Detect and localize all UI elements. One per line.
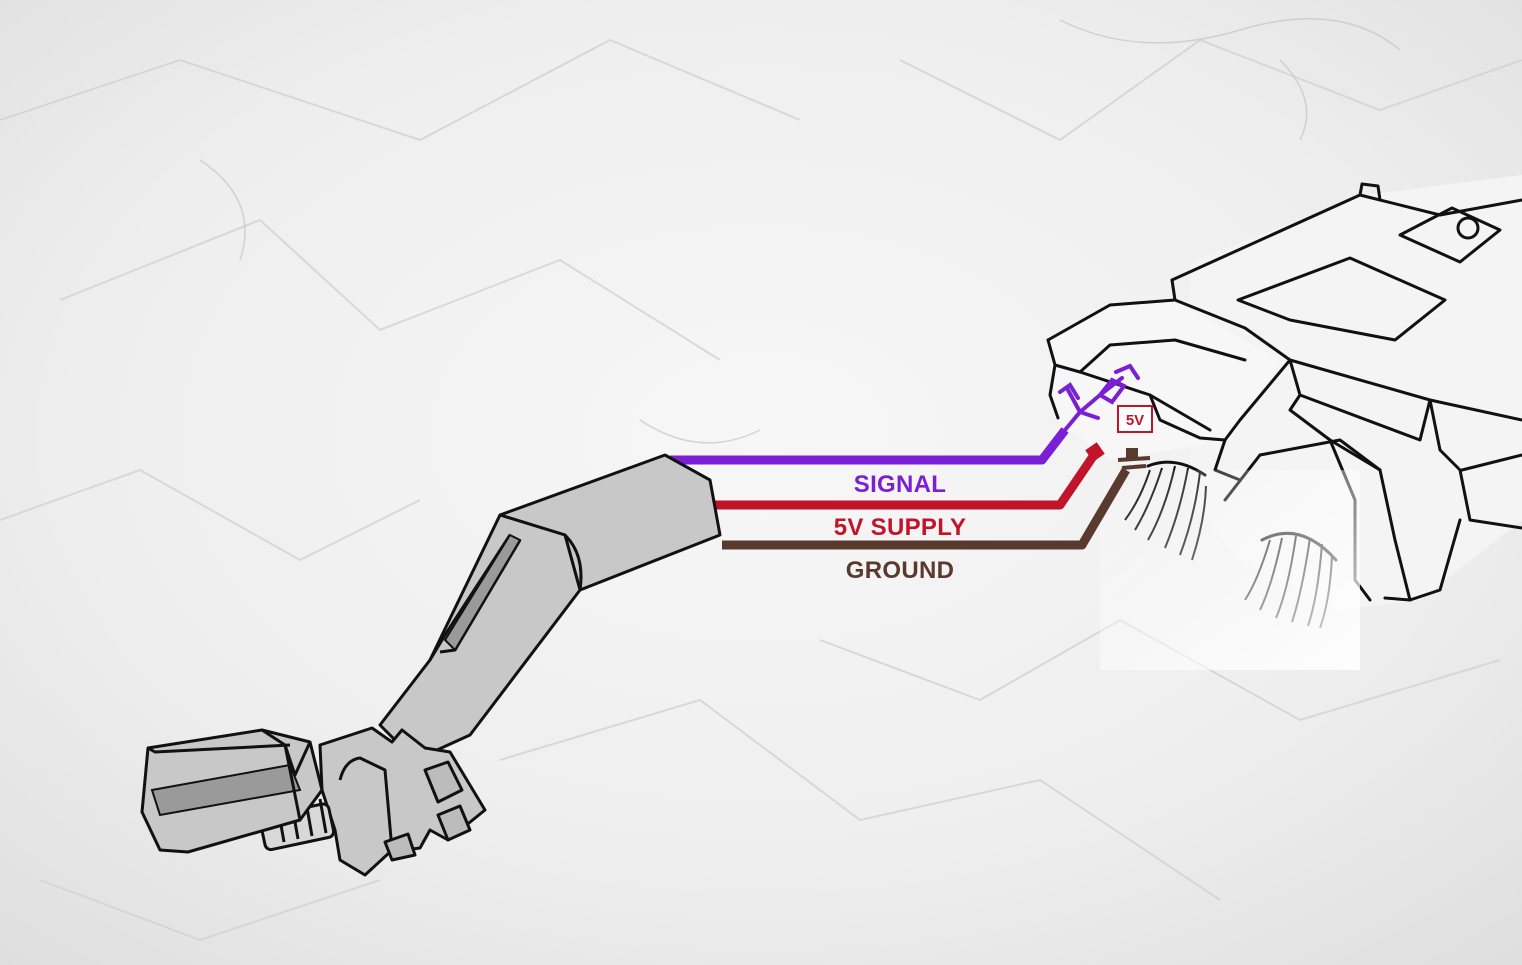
supply-pin-tag-text: 5V — [1126, 412, 1144, 429]
signal-pin-icon — [1058, 363, 1140, 432]
signal-wire — [670, 427, 1069, 465]
wire-labels: SIGNAL 5V SUPPLY GROUND — [834, 471, 967, 584]
supply-pin-tag: 5V — [1117, 405, 1153, 433]
ground-pin-icon — [1117, 448, 1151, 470]
crankshaft-position-sensor-icon — [140, 453, 722, 877]
wire-paths — [670, 427, 1130, 550]
engine-control-unit-icon — [1046, 175, 1522, 670]
ground-wire-label: GROUND — [846, 557, 954, 584]
supply-wire-label: 5V SUPPLY — [834, 514, 967, 541]
signal-wire-label: SIGNAL — [854, 471, 946, 498]
ecu-pins — [1058, 363, 1151, 470]
supply-pin-icon — [1085, 442, 1105, 462]
ground-wire — [722, 467, 1130, 550]
supply-wire — [715, 449, 1100, 510]
